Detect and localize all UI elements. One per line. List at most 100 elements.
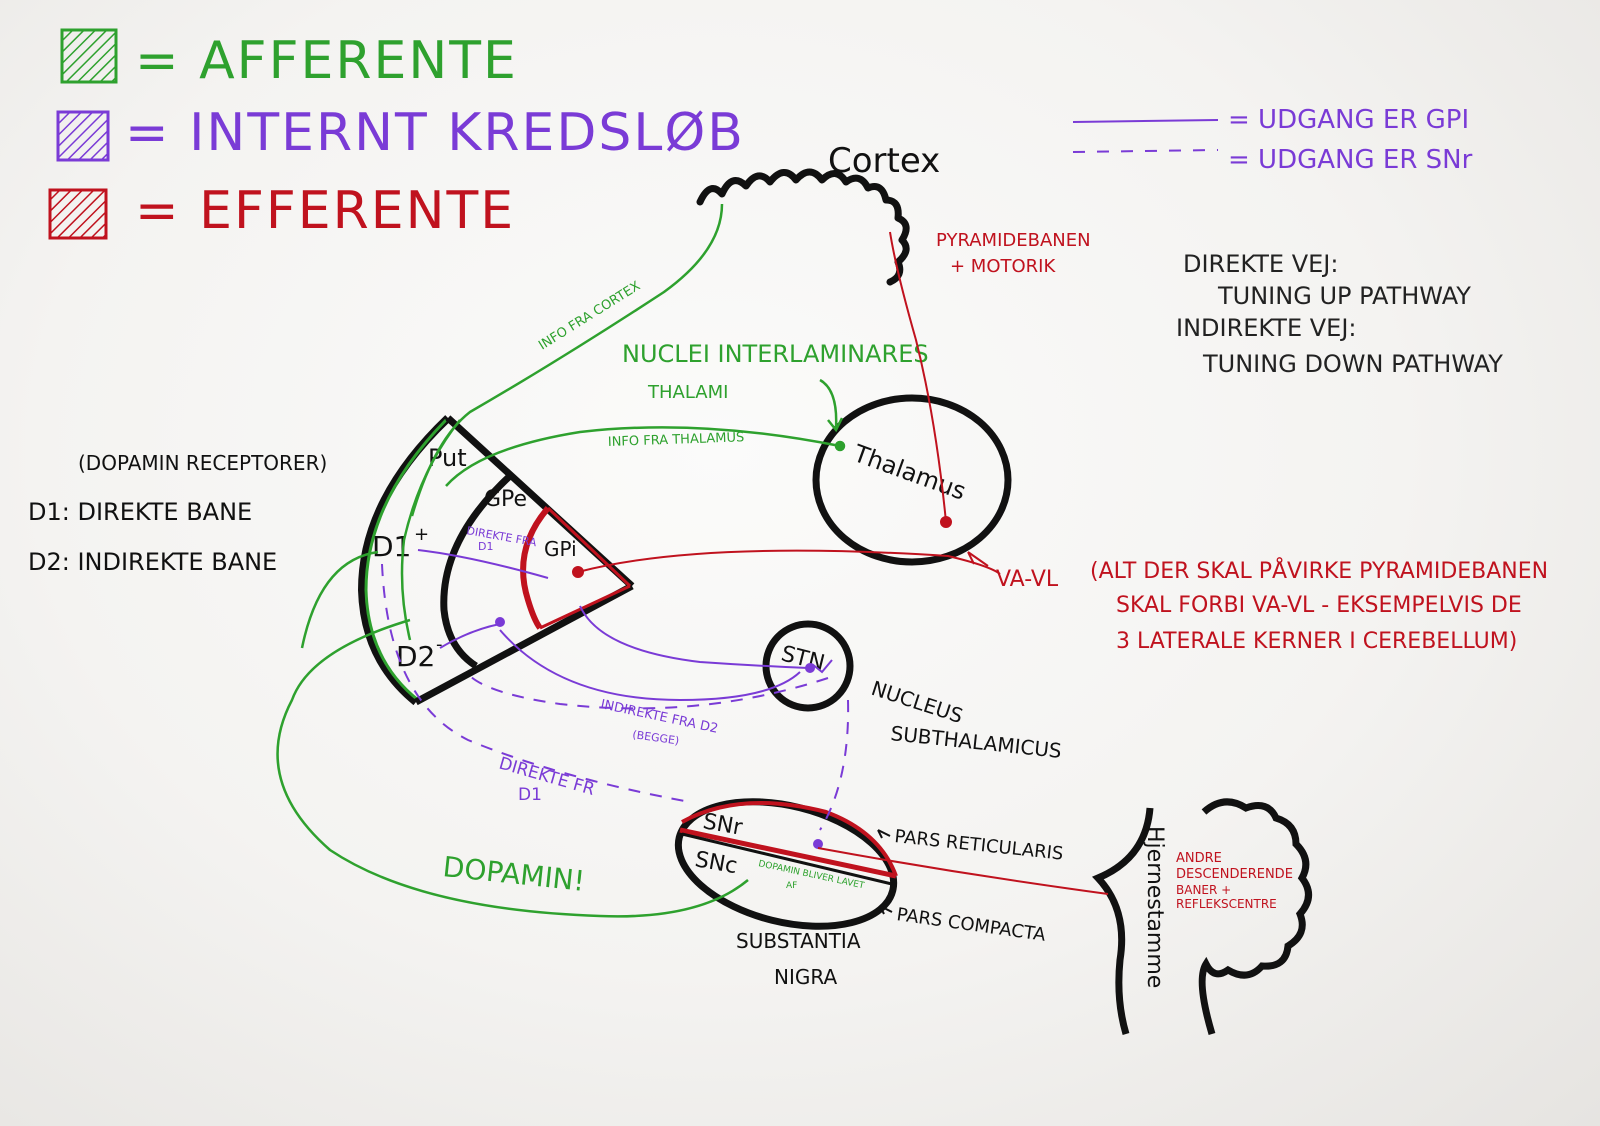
- afferent-pathways: [276, 203, 846, 918]
- hjernestamme-label: Hjernestamme: [1142, 826, 1167, 988]
- internal-swatch: [56, 110, 110, 162]
- direkte-fr-d1-label: DIREKTE FR: [497, 754, 597, 800]
- dopamin-label: DOPAMIN!: [441, 850, 586, 898]
- legend-line-solid: = UDGANG ER GPI: [1228, 105, 1469, 135]
- stn-synapse-dot: [805, 663, 815, 673]
- d2-label: D2: [396, 640, 435, 673]
- pathway-notes: DIREKTE VEJ: TUNING UP PATHWAY INDIREKTE…: [1176, 250, 1503, 378]
- legend-efferente: = EFFERENTE: [135, 181, 515, 241]
- legend-internt: = INTERNT KREDSLØB: [125, 103, 745, 163]
- note-indirekte-vej: INDIREKTE VEJ:: [1176, 314, 1357, 342]
- gpi-label: GPi: [544, 537, 577, 561]
- pars-reticularis-arrow: [877, 829, 891, 839]
- gpe-synapse-dot: [495, 617, 505, 627]
- gpi-top-edge: [546, 506, 632, 588]
- snc-label: SNc: [693, 847, 739, 879]
- d2-to-gpe-path: [439, 623, 501, 649]
- substantia-label: SUBSTANTIA: [736, 929, 861, 953]
- cortex-outline: [696, 168, 910, 286]
- gpe-label: GPe: [484, 487, 527, 512]
- wedge-bottom-edge: [414, 582, 634, 706]
- gpi-to-stn-path: [579, 605, 809, 669]
- alt-note: (ALT DER SKAL PÅVIRKE PYRAMIDEBANEN SKAL…: [1090, 557, 1548, 654]
- nuclei-arrow: [819, 378, 838, 429]
- snr-top-red: [681, 801, 898, 877]
- cortex-label: Cortex: [828, 141, 940, 181]
- nucleus-label: NUCLEUS: [868, 676, 965, 728]
- putamen-green-edge: [364, 418, 448, 702]
- thalamus-outline: [812, 394, 1012, 566]
- note-direkte-vej: DIREKTE VEJ:: [1183, 250, 1338, 278]
- efferent-pathways: [572, 231, 1109, 895]
- legend-line-dashed: = UDGANG ER SNr: [1228, 145, 1473, 175]
- info-thalamus-label: INFO FRA THALAMUS: [608, 430, 745, 450]
- afferent-swatch: [60, 28, 118, 84]
- thalamus-input-dot: [834, 440, 846, 452]
- begge-label: (BEGGE): [632, 728, 680, 747]
- d2-sign: -: [436, 634, 443, 655]
- pars-compacta-label: PARS COMPACTA: [895, 904, 1047, 946]
- stn-to-snr-dashed: [819, 699, 850, 831]
- vavl-label: VA-VL: [996, 567, 1059, 592]
- direkte-fra-d1-label: DIREKTE FRA: [465, 524, 538, 549]
- gpi-to-thalamus-path: [577, 549, 1001, 575]
- gpi-arc: [520, 506, 551, 630]
- dashed-line-key: [1072, 149, 1219, 153]
- sn-divider-black: [681, 832, 893, 886]
- descenderende-label: DESCENDERENDE: [1176, 867, 1293, 882]
- thalamus-label: Thalamus: [849, 439, 970, 506]
- internal-pathways: [381, 549, 850, 849]
- legend-afferente: = AFFERENTE: [135, 31, 518, 91]
- brainstem-right-outline: [1198, 798, 1312, 1035]
- gpe-to-stn-path: [499, 629, 801, 702]
- d1-to-snr-dashed: [381, 563, 691, 803]
- dopamin-lavet-af-label: AF: [786, 881, 797, 891]
- gpe-arc: [440, 471, 515, 669]
- refleks-label: REFLEKSCENTRE: [1176, 897, 1277, 911]
- dopamine-loop-path: [276, 618, 749, 918]
- alt-note-line-3: 3 LATERALE KERNER I CEREBELLUM): [1116, 629, 1517, 654]
- receptor-title: (DOPAMIN RECEPTORER): [78, 451, 327, 475]
- thalamus-to-cortex-path: [889, 231, 947, 523]
- nigra-label: NIGRA: [774, 965, 837, 989]
- gpi-bottom-edge: [539, 584, 631, 630]
- snr-to-brainstem-path: [817, 847, 1109, 895]
- baner-label: BANER +: [1176, 883, 1231, 897]
- receptor-notes: (DOPAMIN RECEPTORER) D1: DIREKTE BANE D2…: [28, 451, 327, 576]
- cortex-to-d2-branch: [400, 419, 461, 641]
- vavl-arrow: [967, 551, 989, 567]
- substantia-nigra: SNr SNc DOPAMIN BLIVER LAVET AF: [674, 798, 898, 930]
- thalami-label: THALAMI: [647, 382, 728, 403]
- thalamus-to-striatum-path: [445, 426, 841, 487]
- note-tuning-up: TUNING UP PATHWAY: [1217, 282, 1471, 310]
- note-tuning-down: TUNING DOWN PATHWAY: [1202, 350, 1503, 378]
- alt-note-line-1: (ALT DER SKAL PÅVIRKE PYRAMIDEBANEN: [1090, 557, 1548, 584]
- pars-reticularis-label: PARS RETICULARIS: [893, 826, 1064, 865]
- gpi-output-dot: [572, 566, 584, 578]
- sn-divider: [679, 827, 897, 879]
- nuclei-arrowhead: [827, 417, 844, 433]
- thalamus-vavl-dot: [940, 516, 952, 528]
- stn-synapse: [811, 659, 833, 674]
- stn-to-gpi-dashed: [469, 675, 829, 710]
- d1-sign: +: [414, 524, 429, 545]
- efferent-swatch: [48, 188, 108, 240]
- d2-note: D2: INDIREKTE BANE: [28, 548, 277, 576]
- alt-note-line-2: SKAL FORBI VA-VL - EKSEMPELVIS DE: [1116, 593, 1522, 618]
- putamen-outer-arc: [357, 415, 451, 706]
- solid-line-key: [1072, 119, 1219, 123]
- legend: = AFFERENTE = INTERNT KREDSLØB = EFFEREN…: [48, 28, 1473, 241]
- subthalamicus-label: SUBTHALAMICUS: [889, 721, 1062, 763]
- direkte-fr-d1-label-2: D1: [518, 785, 542, 805]
- d1-note: D1: DIREKTE BANE: [28, 498, 252, 526]
- pyramidebanen-label: PYRAMIDEBANEN: [936, 230, 1091, 251]
- snr-synapse-dot: [813, 839, 823, 849]
- direkte-fra-d1-label-2: D1: [478, 540, 493, 553]
- nuclei-label: NUCLEI INTERLAMINARES: [622, 340, 929, 368]
- brainstem-left-outline: [1091, 807, 1154, 1035]
- brainstem: Hjernestamme ANDRE DESCENDERENDE BANER +…: [1091, 798, 1312, 1035]
- motorik-label: + MOTORIK: [950, 256, 1056, 277]
- dopamine-to-d1-path: [300, 550, 379, 649]
